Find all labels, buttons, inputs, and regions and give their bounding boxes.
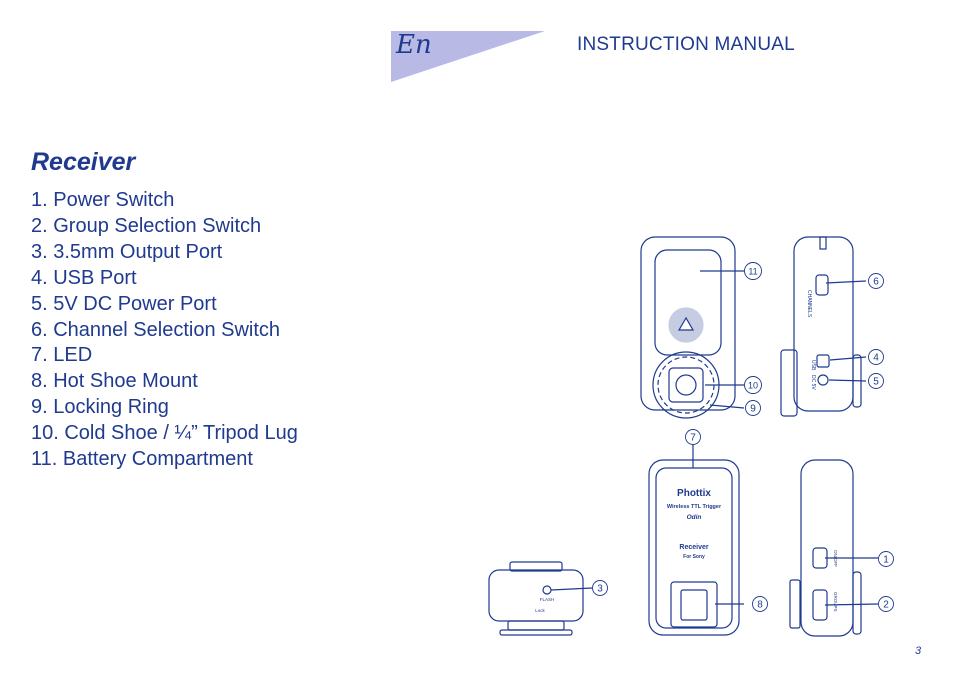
- list-item: 1. Power Switch: [31, 189, 175, 211]
- front-view-figure: Phottix Wireless TTL Trigger Odin Receiv…: [648, 445, 744, 636]
- manual-title: INSTRUCTION MANUAL: [577, 34, 795, 55]
- callout-5: 5: [873, 377, 879, 388]
- side-view-2-figure: ON/OFF GROUPS: [789, 459, 879, 637]
- callout-3: 3: [597, 584, 603, 595]
- language-code: En: [396, 30, 432, 60]
- product-text: Wireless TTL Trigger: [667, 504, 722, 510]
- list-item: 4. USB Port: [31, 266, 137, 289]
- brand-text: Phottix: [677, 488, 711, 499]
- callout-7: 7: [690, 433, 696, 444]
- list-item: 9. Locking Ring: [31, 396, 169, 419]
- list-item: 6. Channel Selection Switch: [31, 318, 281, 341]
- unit-text: Receiver: [679, 544, 708, 551]
- variant-text: For Sony: [683, 554, 705, 560]
- flash-port-label: FLASH: [540, 597, 555, 602]
- callout-9: 9: [750, 404, 756, 415]
- callout-markers: 1 2 3 4 5 6 7 8 9 10 11: [592, 262, 894, 612]
- parts-list: 1. Power Switch 2. Group Selection Switc…: [31, 188, 298, 473]
- list-item: 8. Hot Shoe Mount: [31, 370, 198, 393]
- callout-2: 2: [883, 600, 889, 611]
- list-item: 7. LED: [31, 344, 93, 367]
- side-view-figure: CHANNELS USB DC 5V: [780, 236, 867, 417]
- lock-label: Lock: [535, 608, 545, 613]
- callout-6: 6: [873, 277, 879, 288]
- list-item: 11. Battery Compartment: [31, 448, 253, 471]
- group-label: GROUPS: [833, 592, 838, 612]
- list-item: 3. 3.5mm Output Port: [31, 240, 223, 263]
- section-title: Receiver: [31, 148, 136, 176]
- callout-10: 10: [748, 381, 758, 391]
- dc-label: DC 5V: [810, 375, 816, 390]
- list-item: 5. 5V DC Power Port: [31, 292, 217, 315]
- on-off-label: ON/OFF: [833, 550, 838, 567]
- list-item: 10. Cold Shoe / ¼” Tripod Lug: [31, 422, 298, 445]
- channel-label: CHANNELS: [806, 290, 812, 318]
- model-text: Odin: [687, 514, 702, 521]
- callout-11: 11: [748, 267, 757, 277]
- callout-1: 1: [883, 555, 889, 566]
- back-view-figure: [640, 236, 745, 419]
- page-number: 3: [915, 645, 922, 657]
- callout-4: 4: [873, 353, 879, 364]
- callout-8: 8: [757, 600, 763, 611]
- usb-label: USB: [810, 360, 816, 371]
- bottom-view-figure: FLASH Lock: [488, 561, 593, 636]
- list-item: 2. Group Selection Switch: [31, 214, 262, 237]
